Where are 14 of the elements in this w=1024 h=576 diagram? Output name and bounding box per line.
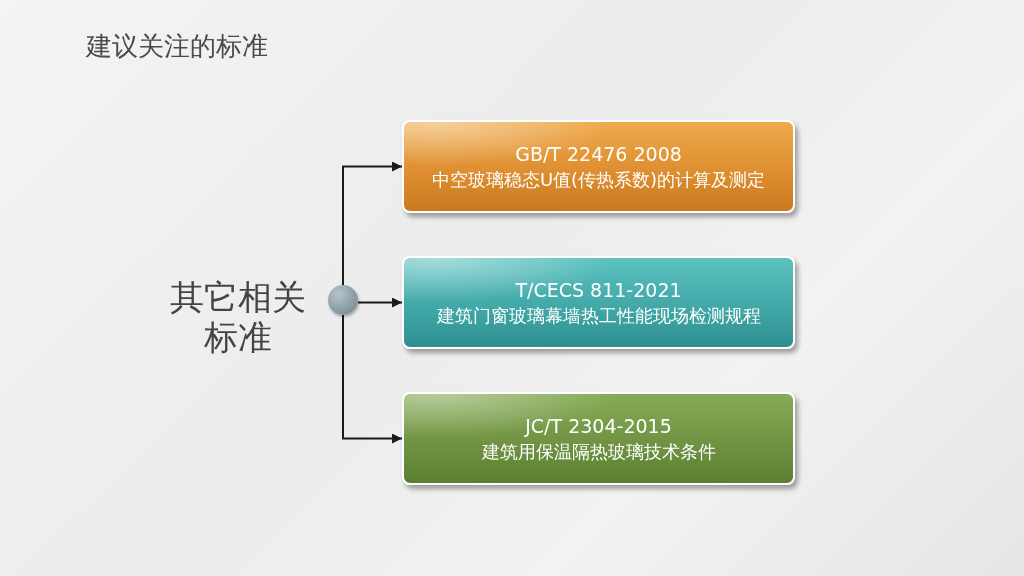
standard-code: GB/T 22476 2008	[515, 141, 682, 167]
standard-code: JC/T 2304-2015	[525, 413, 672, 439]
standard-box	[402, 392, 795, 485]
hub-label: 其它相关标准	[169, 277, 307, 357]
standard-code: T/CECS 811-2021	[515, 277, 682, 303]
arrow	[342, 314, 403, 444]
standard-box	[402, 256, 795, 349]
standard-title: 建筑用保温隔热玻璃技术条件	[481, 439, 716, 464]
slide-title: 建议关注的标准	[86, 30, 268, 63]
standard-box	[402, 120, 795, 213]
arrow	[357, 297, 403, 308]
standard-title: 中空玻璃稳态U值(传热系数)的计算及测定	[431, 167, 766, 192]
arrow	[342, 161, 403, 286]
standard-title: 建筑门窗玻璃幕墙热工性能现场检测规程	[436, 303, 761, 328]
